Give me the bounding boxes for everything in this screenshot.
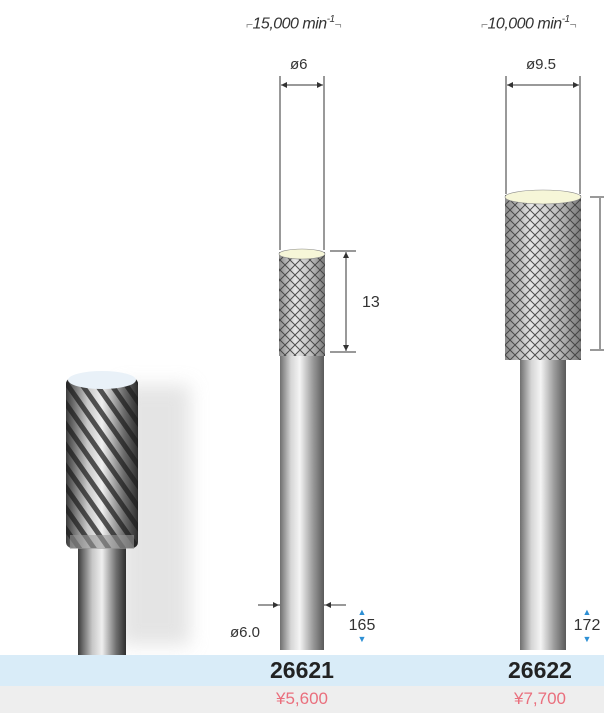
burr-26622-drawing xyxy=(504,76,604,650)
price-26621: ¥5,600 xyxy=(276,689,328,708)
head-diameter-26622: ø9.5 xyxy=(526,56,557,73)
length-up-arrow-icon: ▲ xyxy=(582,607,592,617)
length-down-arrow-icon: ▼ xyxy=(357,634,367,644)
length-up-arrow-icon: ▲ xyxy=(357,607,367,617)
price-26622: ¥7,700 xyxy=(514,689,566,708)
product-code-band xyxy=(0,655,604,686)
product-code-26622: 26622 xyxy=(508,657,572,683)
price-band xyxy=(0,686,604,713)
head-length-26621: 13 xyxy=(362,294,380,311)
length-down-arrow-icon: ▼ xyxy=(582,634,592,644)
burr-photo xyxy=(66,371,190,655)
head-diameter-26621: ø6 xyxy=(290,56,308,73)
speed-label-26621: ⌐15,000 min-1¬ xyxy=(246,14,342,33)
burr-26621-drawing xyxy=(258,76,356,650)
speed-label-26622: ⌐10,000 min-1¬ xyxy=(481,14,577,33)
total-length-26621: ▲ 165 ▼ xyxy=(348,607,376,644)
total-length-26622: ▲ 172 ▼ xyxy=(573,607,601,644)
shank-diameter-26621: ø6.0 xyxy=(230,624,261,641)
product-code-26621: 26621 xyxy=(270,657,334,683)
